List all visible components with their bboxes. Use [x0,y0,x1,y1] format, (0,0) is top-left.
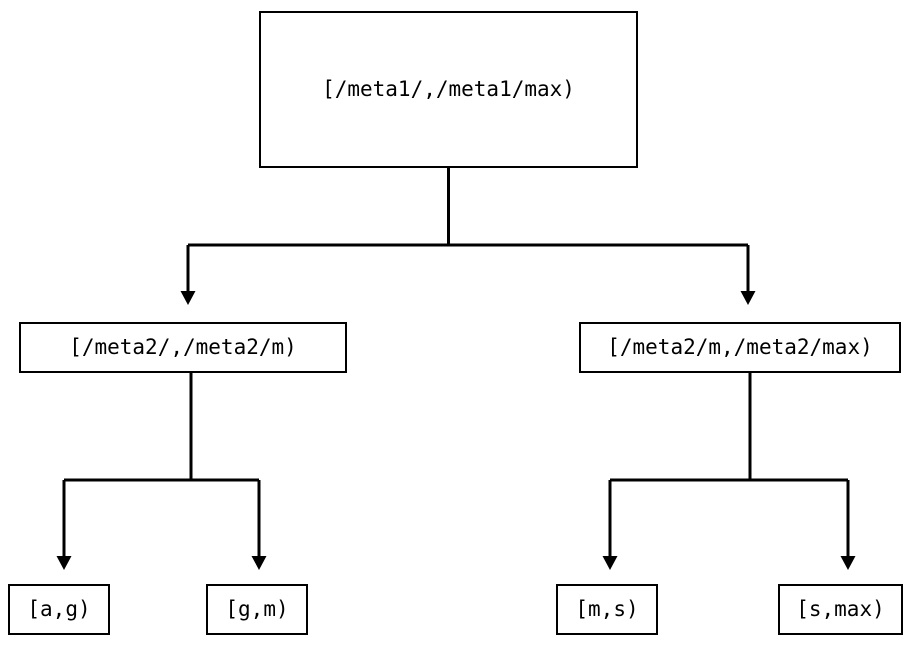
node-root[interactable]: [/meta1/,/meta1/max) [259,11,638,168]
edge-mid-left-to-leaf-2 [191,478,267,570]
edge-mid-left-to-leaf-1 [56,373,193,570]
edge-mid-right-to-leaf-4 [750,478,856,570]
node-root-label: [/meta1/,/meta1/max) [322,77,575,101]
node-mid-right[interactable]: [/meta2/m,/meta2/max) [579,322,901,373]
node-mid-left[interactable]: [/meta2/,/meta2/m) [19,322,347,373]
edge-root-to-mid-left [180,168,450,305]
node-leaf-1-label: [a,g) [27,597,91,621]
edge-root-to-mid-right [448,243,756,305]
arrowhead-icon [180,291,196,305]
node-leaf-2[interactable]: [g,m) [206,584,308,635]
node-leaf-1[interactable]: [a,g) [8,584,110,635]
node-leaf-3[interactable]: [m,s) [556,584,658,635]
node-leaf-3-label: [m,s) [575,597,639,621]
node-mid-left-label: [/meta2/,/meta2/m) [69,335,297,359]
edge-mid-right-to-leaf-3 [602,373,752,570]
arrowhead-icon [740,291,756,305]
node-leaf-4[interactable]: [s,max) [778,584,903,635]
arrowhead-icon [56,556,72,570]
node-leaf-4-label: [s,max) [796,597,885,621]
node-mid-right-label: [/meta2/m,/meta2/max) [607,335,873,359]
arrowhead-icon [602,556,618,570]
node-leaf-2-label: [g,m) [225,597,289,621]
arrowhead-icon [251,556,267,570]
arrowhead-icon [840,556,856,570]
